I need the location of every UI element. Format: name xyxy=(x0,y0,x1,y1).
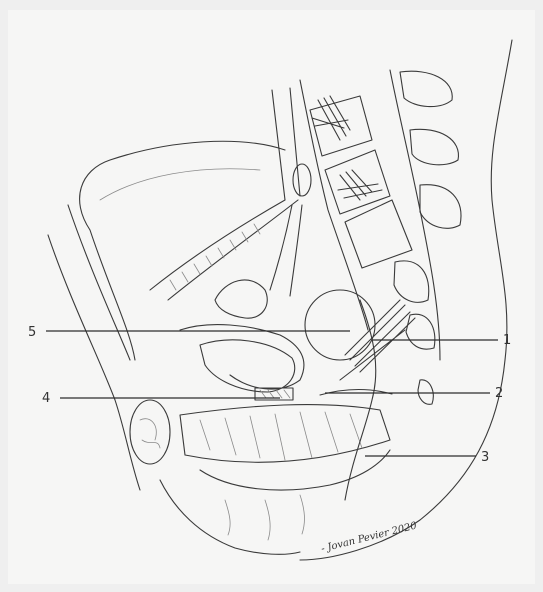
rectum-wall xyxy=(345,300,376,500)
spinal-column-front xyxy=(300,80,368,330)
coccyx xyxy=(418,380,433,405)
aorta xyxy=(272,88,300,200)
posterior-body-contour xyxy=(300,40,512,560)
label-4: 4 xyxy=(42,391,50,406)
iliac-artery-right xyxy=(270,205,302,296)
iliac-wing-inner xyxy=(100,169,260,200)
ovary-tube xyxy=(215,280,267,318)
external-folds xyxy=(225,495,304,540)
vertebra-3 xyxy=(420,185,461,229)
iliac-artery-left xyxy=(150,200,298,300)
vertebra-1 xyxy=(400,71,452,106)
ligament-hatching-lower xyxy=(338,170,382,200)
organ-5 xyxy=(305,290,375,360)
artist-signature: - Jovan Pevier 2020 xyxy=(320,520,419,555)
label-2: 2 xyxy=(495,386,503,401)
pubic-texture xyxy=(140,419,160,448)
label-5: 5 xyxy=(28,325,36,340)
bowel-loop xyxy=(180,325,304,390)
perineal-muscle-fibers xyxy=(200,412,362,460)
ligament-hatching-upper xyxy=(312,96,350,140)
pubic-symphysis xyxy=(130,400,170,464)
perineal-body xyxy=(200,450,390,490)
perineal-muscle-band xyxy=(180,405,390,463)
vessel-cross-section xyxy=(293,164,311,196)
label-3: 3 xyxy=(481,450,489,465)
sacrum-segment-1 xyxy=(394,261,429,302)
label-1: 1 xyxy=(503,333,511,348)
anterior-abdominal-wall-inner xyxy=(68,205,130,360)
vertebra-2 xyxy=(410,129,458,164)
sacrum-segment-2 xyxy=(406,314,435,349)
iliac-wing xyxy=(80,141,285,360)
muscle-2 xyxy=(320,390,392,395)
vulva-contour xyxy=(160,480,300,554)
